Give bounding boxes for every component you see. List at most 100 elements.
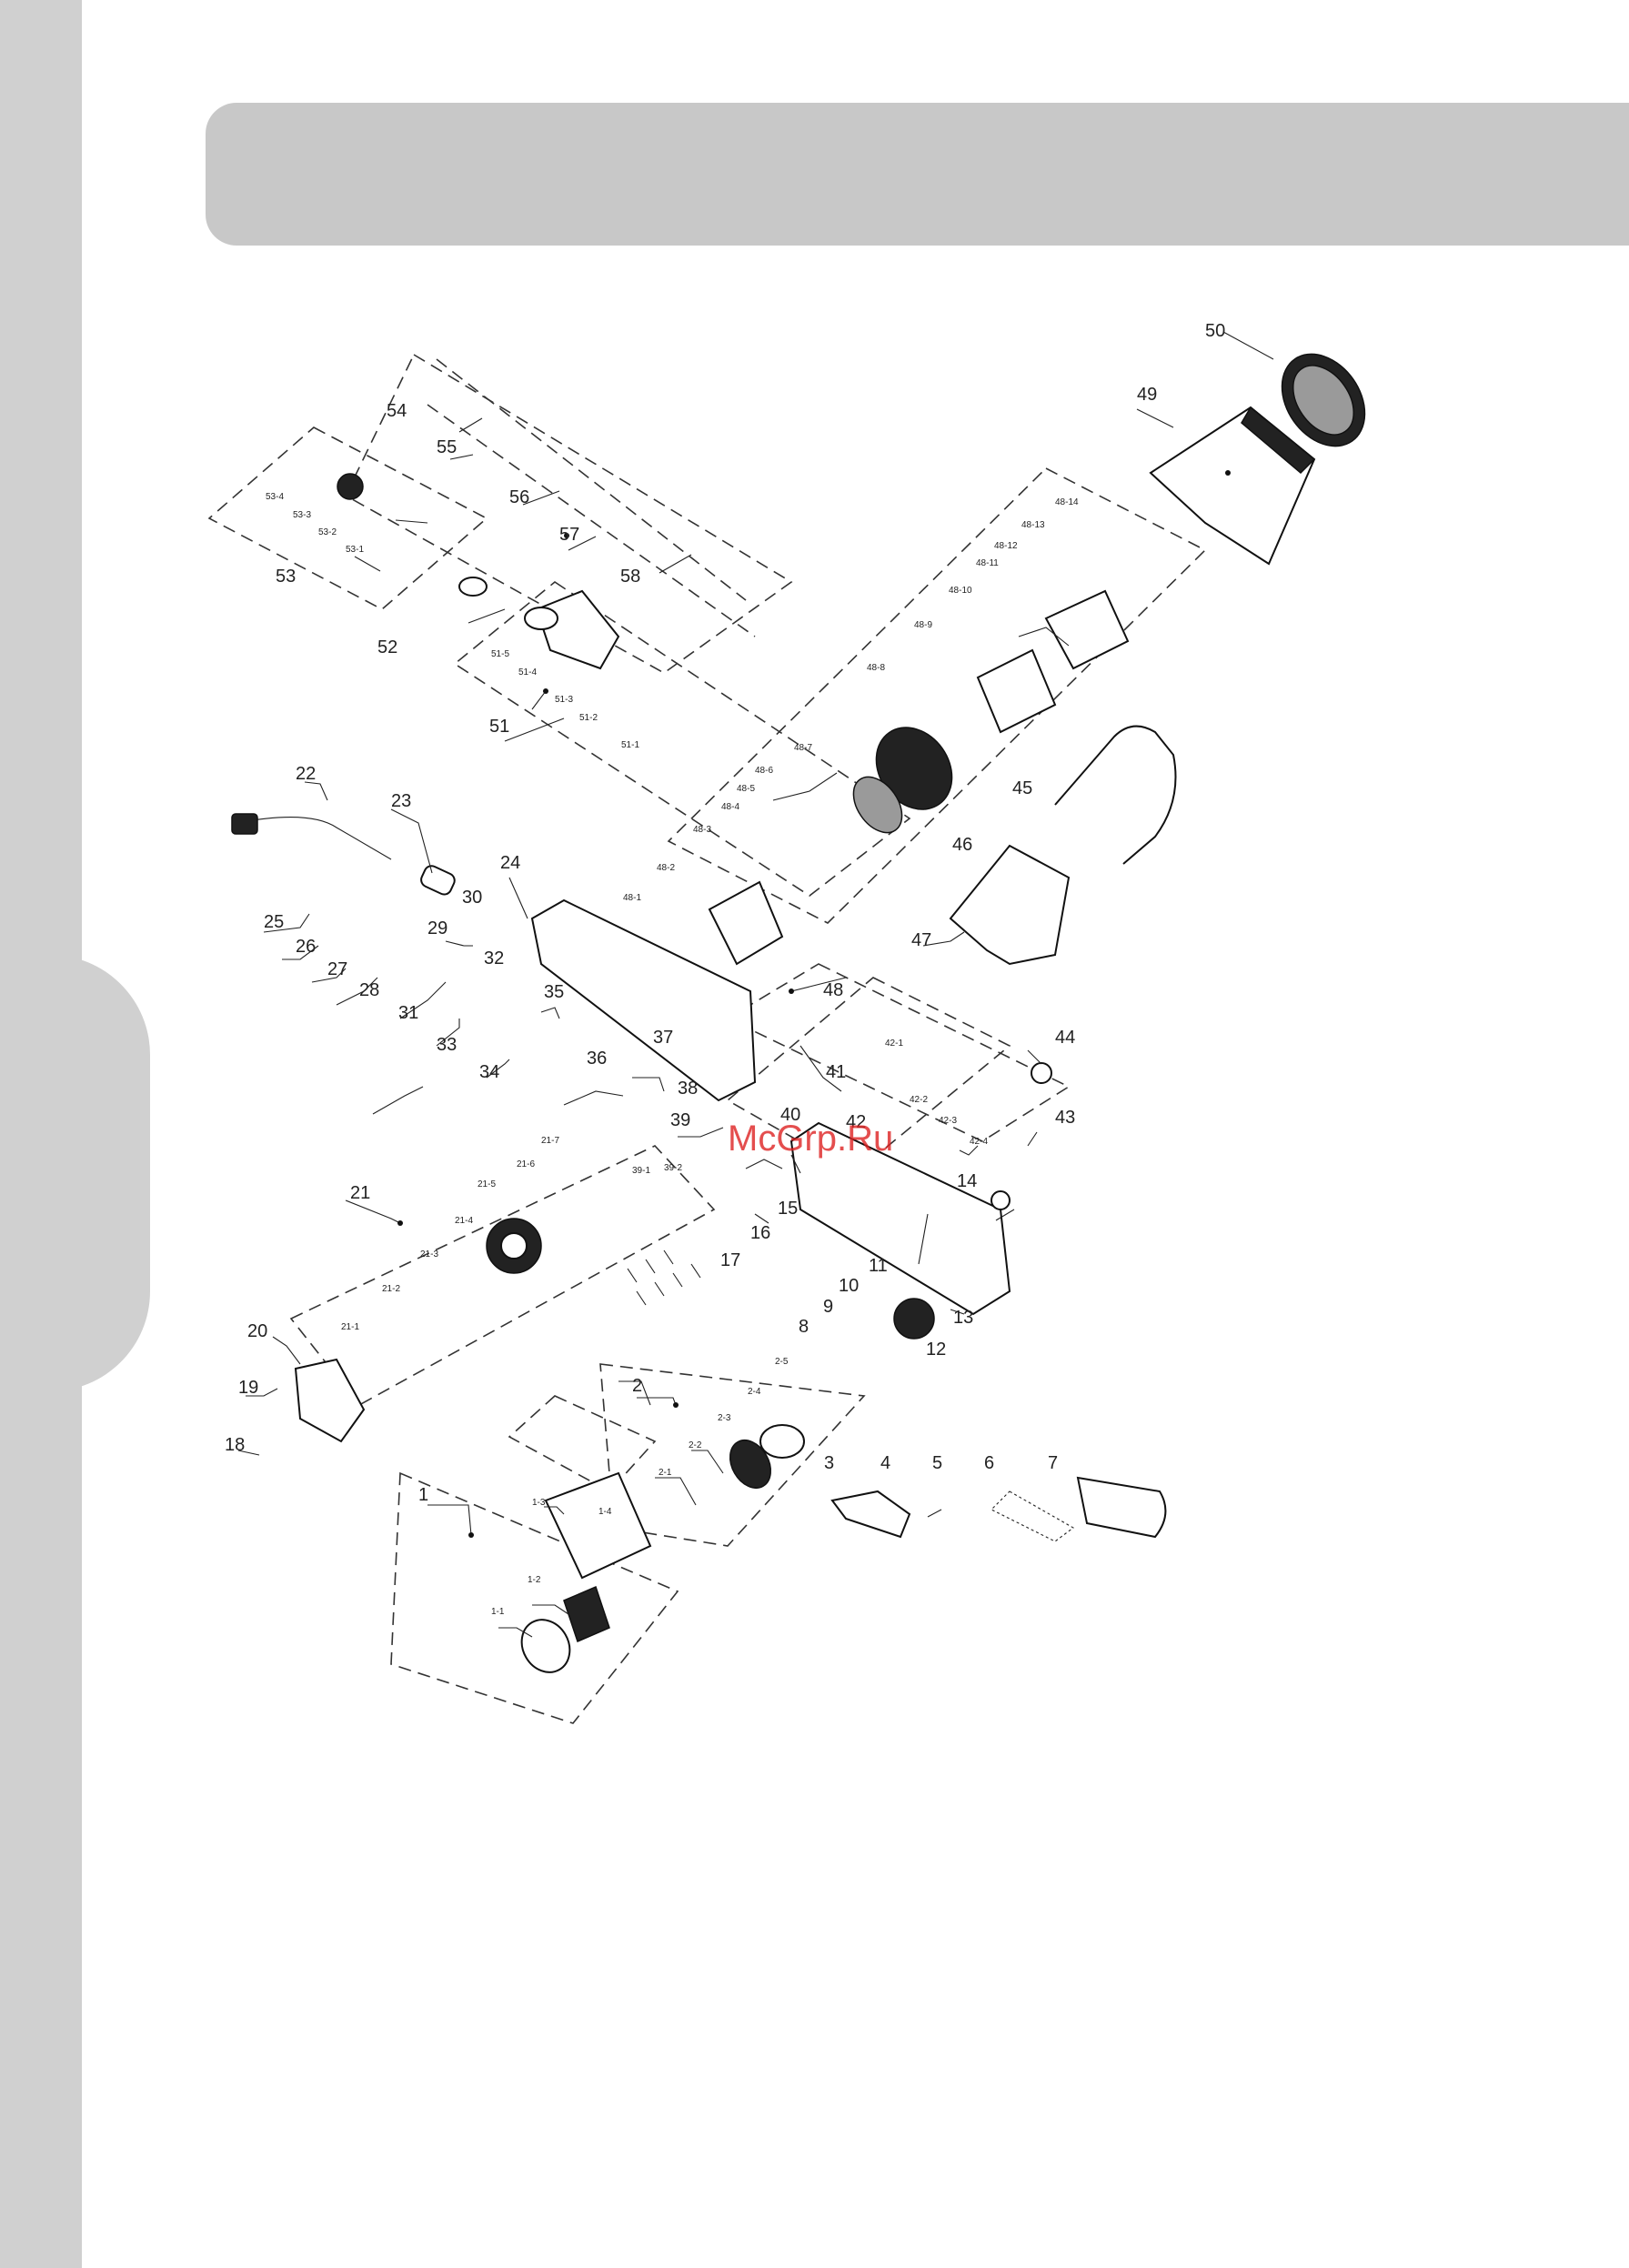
callout-35: 35 [544, 982, 564, 1002]
callout-1-3: 1-3 [532, 1498, 546, 1508]
callout-19: 19 [238, 1378, 258, 1398]
callout-25: 25 [264, 912, 284, 932]
callout-51-2: 51-2 [579, 713, 598, 723]
callout-9: 9 [823, 1297, 833, 1317]
callout-48-3: 48-3 [693, 825, 711, 835]
callout-51-4: 51-4 [518, 667, 537, 677]
callout-44: 44 [1055, 1028, 1075, 1048]
callout-2-1: 2-1 [659, 1468, 672, 1478]
callout-4: 4 [880, 1453, 890, 1473]
callout-40: 40 [780, 1105, 800, 1125]
callout-48-11: 48-11 [976, 558, 999, 568]
callout-46: 46 [952, 835, 972, 855]
callout-43: 43 [1055, 1108, 1075, 1128]
callout-32: 32 [484, 948, 504, 968]
callout-13: 13 [953, 1308, 973, 1328]
callout-53-4: 53-4 [266, 492, 284, 502]
callout-3: 3 [824, 1453, 834, 1473]
callout-18: 18 [225, 1435, 245, 1455]
callout-56: 56 [509, 487, 529, 507]
callout-48-8: 48-8 [867, 663, 885, 673]
callout-51-1: 51-1 [621, 740, 639, 750]
callout-51-5: 51-5 [491, 649, 509, 659]
callout-21-7: 21-7 [541, 1136, 559, 1146]
callout-2-2: 2-2 [689, 1440, 702, 1450]
callout-48: 48 [823, 980, 843, 1000]
callout-58: 58 [620, 567, 640, 587]
callout-48-4: 48-4 [721, 802, 739, 812]
callout-10: 10 [839, 1276, 859, 1296]
callout-45: 45 [1012, 778, 1032, 798]
callout-39-2: 39-2 [664, 1163, 682, 1173]
callout-24: 24 [500, 853, 520, 873]
callout-36: 36 [587, 1049, 607, 1069]
callout-6: 6 [984, 1453, 994, 1473]
callout-52: 52 [377, 637, 397, 657]
callout-57: 57 [559, 525, 579, 545]
callout-2-3: 2-3 [718, 1413, 731, 1423]
callout-42-3: 42-3 [939, 1116, 957, 1126]
callout-21-5: 21-5 [478, 1179, 496, 1189]
callout-21-6: 21-6 [517, 1159, 535, 1169]
callout-12: 12 [926, 1340, 946, 1360]
callout-15: 15 [778, 1199, 798, 1219]
parts [231, 353, 1366, 1673]
callout-21-1: 21-1 [341, 1322, 359, 1332]
callout-labels: 1 1-1 1-2 1-3 1-4 2 2-1 2-2 2-3 2-4 2-5 … [225, 321, 1225, 1617]
callout-48-7: 48-7 [794, 743, 812, 753]
callout-33: 33 [437, 1035, 457, 1055]
callout-48-10: 48-10 [949, 586, 972, 596]
callout-48-12: 48-12 [994, 541, 1018, 551]
screw-pack-icon [627, 1249, 701, 1306]
callout-27: 27 [327, 959, 347, 979]
callout-21-2: 21-2 [382, 1284, 400, 1294]
callout-48-1: 48-1 [623, 893, 641, 903]
callout-51-3: 51-3 [555, 695, 573, 705]
callout-2-4: 2-4 [748, 1387, 761, 1397]
left-margin-tab [0, 955, 150, 1391]
callout-5: 5 [932, 1453, 942, 1473]
callout-49: 49 [1137, 385, 1157, 405]
callout-30: 30 [462, 888, 482, 908]
callout-53-1: 53-1 [346, 545, 364, 555]
callout-28: 28 [359, 980, 379, 1000]
callout-1-1: 1-1 [491, 1607, 505, 1617]
callout-2-5: 2-5 [775, 1357, 789, 1367]
callout-54: 54 [387, 401, 407, 421]
callout-17: 17 [720, 1250, 740, 1270]
callout-41: 41 [826, 1062, 846, 1082]
callout-1: 1 [418, 1485, 428, 1505]
callout-51: 51 [489, 717, 509, 737]
callout-2: 2 [632, 1376, 642, 1396]
callout-23: 23 [391, 791, 411, 811]
callout-8: 8 [799, 1317, 809, 1337]
callout-21-4: 21-4 [455, 1216, 473, 1226]
callout-34: 34 [479, 1062, 499, 1082]
leader-dots [397, 470, 1231, 1538]
callout-11: 11 [869, 1256, 888, 1276]
watermark: McGrp.Ru [728, 1119, 893, 1159]
callout-37: 37 [653, 1028, 673, 1048]
callout-48-13: 48-13 [1021, 520, 1045, 530]
callout-21: 21 [350, 1183, 370, 1203]
callout-53-2: 53-2 [318, 527, 337, 537]
callout-1-2: 1-2 [528, 1575, 541, 1585]
callout-47: 47 [911, 930, 931, 950]
callout-50: 50 [1205, 321, 1225, 341]
callout-39-1: 39-1 [632, 1166, 650, 1176]
callout-21-3: 21-3 [420, 1249, 438, 1259]
callout-1-4: 1-4 [598, 1507, 612, 1517]
callout-14: 14 [957, 1171, 977, 1191]
callout-16: 16 [750, 1223, 770, 1243]
callout-29: 29 [427, 918, 447, 938]
callout-42-1: 42-1 [885, 1039, 903, 1049]
callout-53: 53 [276, 567, 296, 587]
callout-26: 26 [296, 937, 316, 957]
callout-7: 7 [1048, 1453, 1058, 1473]
callout-31: 31 [398, 1003, 418, 1023]
callout-38: 38 [678, 1079, 698, 1099]
callout-53-3: 53-3 [293, 510, 311, 520]
callout-48-6: 48-6 [755, 766, 773, 776]
callout-39: 39 [670, 1110, 690, 1130]
